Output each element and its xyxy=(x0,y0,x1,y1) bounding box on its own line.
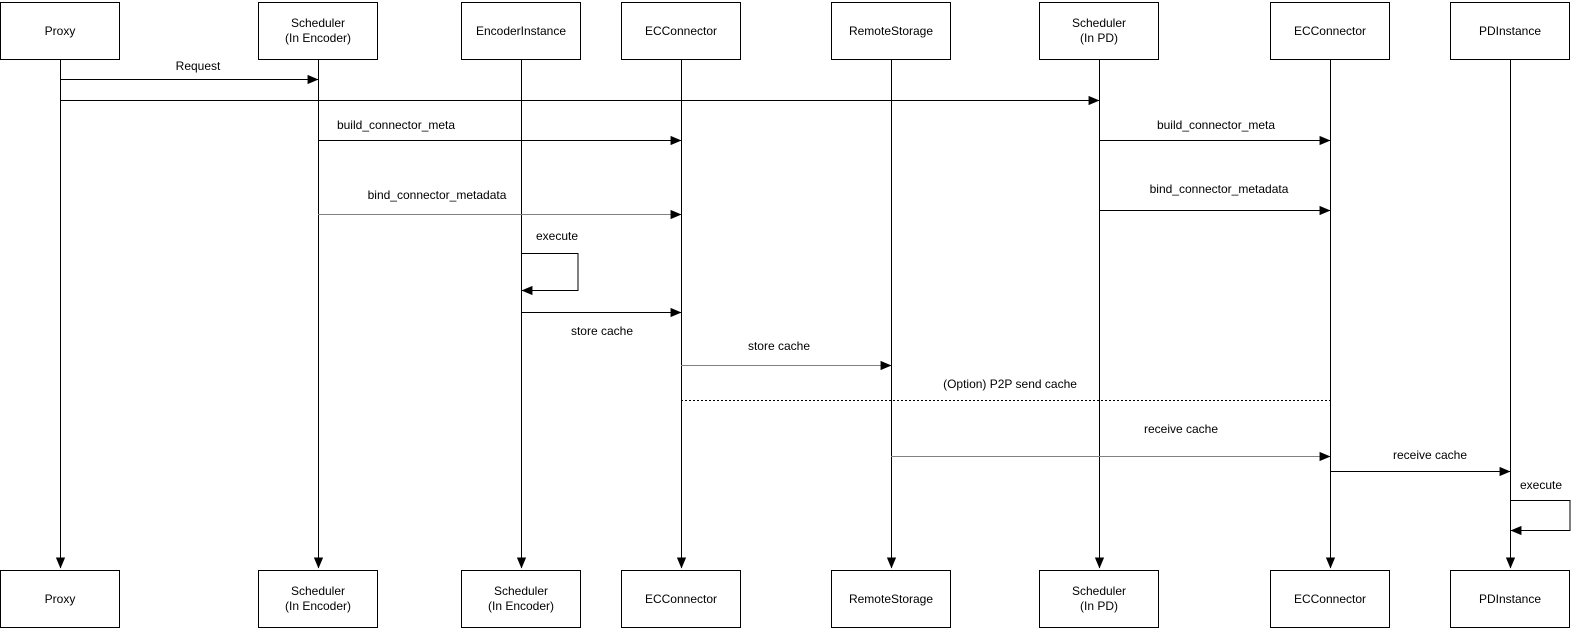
message-label-bind-connector-metadata-2: bind_connector_metadata xyxy=(1149,182,1289,196)
message-label-build-connector-meta-1: build_connector_meta xyxy=(336,118,456,132)
self-call-label-execute-encoder: execute xyxy=(535,229,579,243)
actor-bottom-box-encoder-instance: Scheduler (In Encoder) xyxy=(461,570,581,628)
message-label-request: Request xyxy=(175,59,221,73)
message-label-bind-connector-metadata-1: bind_connector_metadata xyxy=(367,188,507,202)
self-call-arrow-execute-pd xyxy=(1510,500,1571,536)
message-label-receive-cache-1: receive cache xyxy=(1143,422,1219,436)
actor-top-box-scheduler-in-pd: Scheduler (In PD) xyxy=(1039,2,1159,60)
message-label-receive-cache-2: receive cache xyxy=(1392,448,1468,462)
actor-top-box-pd-instance: PDInstance xyxy=(1450,2,1570,60)
actor-top-box-proxy: Proxy xyxy=(0,2,120,60)
actor-bottom-box-pd-instance: PDInstance xyxy=(1450,570,1570,628)
self-call-label-execute-pd: execute xyxy=(1519,478,1563,492)
actor-bottom-box-remote-storage: RemoteStorage xyxy=(831,570,951,628)
actor-bottom-box-scheduler-in-encoder: Scheduler (In Encoder) xyxy=(258,570,378,628)
actor-top-box-ec-connector-encoder: ECConnector xyxy=(621,2,741,60)
actor-top-box-remote-storage: RemoteStorage xyxy=(831,2,951,60)
actor-bottom-box-ec-connector-pd: ECConnector xyxy=(1270,570,1390,628)
self-call-arrow-execute-encoder xyxy=(521,253,579,296)
actor-top-box-scheduler-in-encoder: Scheduler (In Encoder) xyxy=(258,2,378,60)
actor-bottom-box-proxy: Proxy xyxy=(0,570,120,628)
message-label-build-connector-meta-2: build_connector_meta xyxy=(1156,118,1276,132)
actor-top-box-ec-connector-pd: ECConnector xyxy=(1270,2,1390,60)
message-label-p2p-send-cache: (Option) P2P send cache xyxy=(943,377,1077,391)
message-label-store-cache-1: store cache xyxy=(570,324,634,338)
actor-top-box-encoder-instance: EncoderInstance xyxy=(461,2,581,60)
message-label-store-cache-2: store cache xyxy=(747,339,811,353)
actor-bottom-box-ec-connector-encoder: ECConnector xyxy=(621,570,741,628)
actor-bottom-box-scheduler-in-pd: Scheduler (In PD) xyxy=(1039,570,1159,628)
